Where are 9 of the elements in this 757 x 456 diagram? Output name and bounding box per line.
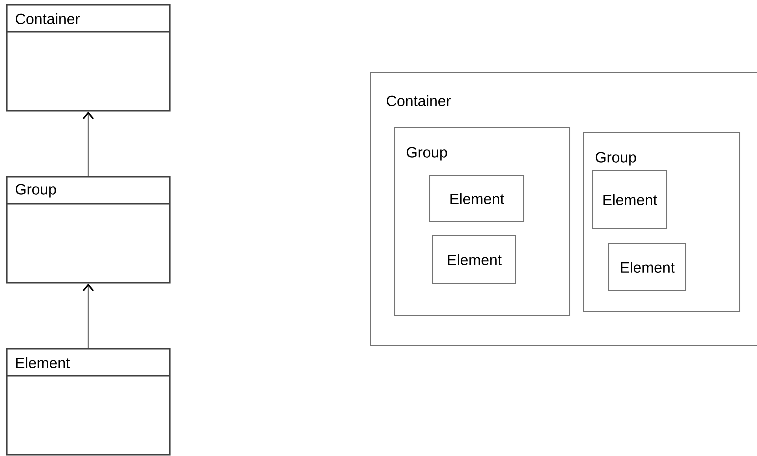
arrow	[82, 112, 94, 176]
element-box: Element	[592, 170, 668, 230]
class-box: Element	[6, 348, 171, 456]
class-box: Container	[6, 4, 171, 112]
element-box: Element	[608, 244, 686, 292]
arrow	[82, 284, 94, 348]
element-box: Element	[430, 176, 524, 222]
element-box: Element	[432, 236, 516, 284]
class-box: Group	[6, 176, 171, 284]
